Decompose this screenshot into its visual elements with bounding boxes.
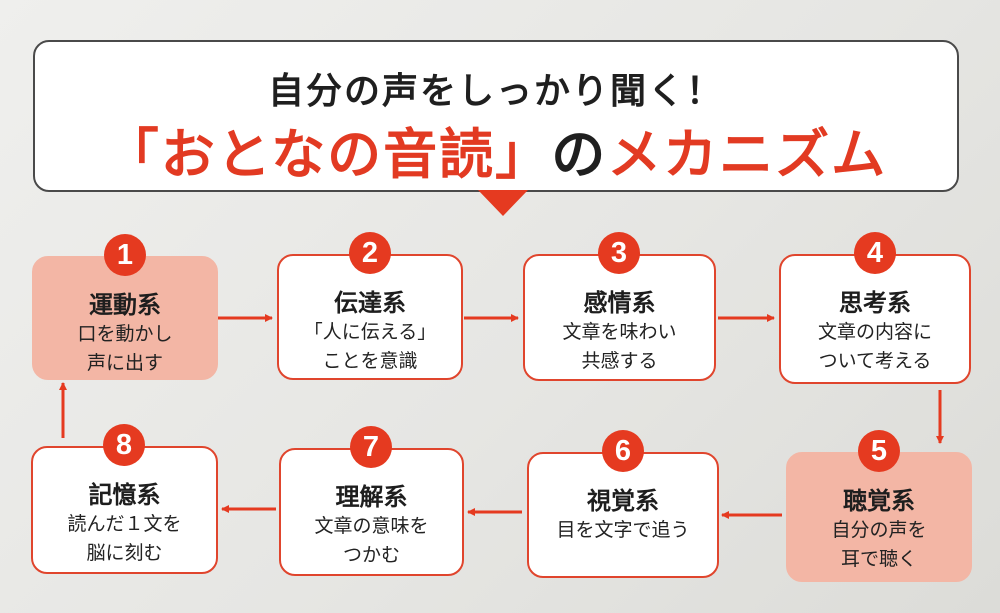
step-description: 読んだ１文を 脳に刻む bbox=[67, 513, 182, 564]
step-title: 理解系 bbox=[335, 483, 408, 511]
down-triangle-icon bbox=[478, 190, 528, 216]
step-description: 目を文字で追う bbox=[556, 519, 690, 541]
step-number-badge: 8 bbox=[103, 424, 145, 466]
header-title-part1: 「おとなの音読」 bbox=[104, 123, 552, 186]
step-title: 感情系 bbox=[583, 289, 656, 317]
step-number-badge: 7 bbox=[350, 426, 392, 468]
step-description: 文章の意味を つかむ bbox=[314, 515, 429, 566]
step-number-badge: 1 bbox=[104, 234, 146, 276]
step-title: 思考系 bbox=[839, 289, 911, 317]
step-number-badge: 3 bbox=[598, 232, 640, 274]
step-description: 文章の内容に ついて考える bbox=[817, 321, 932, 372]
step-title: 視覚系 bbox=[587, 487, 659, 515]
step-title: 伝達系 bbox=[334, 289, 406, 317]
step-box-7: 理解系 文章の意味を つかむ bbox=[279, 448, 464, 576]
step-number-badge: 4 bbox=[854, 232, 896, 274]
step-number-badge: 2 bbox=[349, 232, 391, 274]
header-title-part2: の bbox=[551, 123, 608, 186]
step-number-badge: 5 bbox=[858, 430, 900, 472]
step-box-8: 記憶系 読んだ１文を 脳に刻む bbox=[31, 446, 218, 574]
step-title: 運動系 bbox=[89, 291, 161, 319]
step-box-2: 伝達系 「人に伝える」 ことを意識 bbox=[277, 254, 463, 380]
header-title-part3: メカニズム bbox=[607, 123, 888, 186]
step-description: 自分の声を 耳で聴く bbox=[831, 519, 927, 570]
step-title: 聴覚系 bbox=[843, 487, 915, 515]
step-description: 口を動かし 声に出す bbox=[77, 323, 173, 374]
step-box-5: 聴覚系 自分の声を 耳で聴く bbox=[786, 452, 972, 582]
step-number-badge: 6 bbox=[602, 430, 644, 472]
step-title: 記憶系 bbox=[88, 481, 161, 509]
header-banner: 自分の声をしっかり聞く！ 「おとなの音読」のメカニズム bbox=[33, 40, 959, 192]
step-box-6: 視覚系 目を文字で追う bbox=[527, 452, 719, 578]
step-description: 文章を味わい 共感する bbox=[562, 321, 677, 372]
step-box-3: 感情系 文章を味わい 共感する bbox=[523, 254, 716, 381]
step-description: 「人に伝える」 ことを意識 bbox=[303, 321, 437, 372]
step-box-4: 思考系 文章の内容に ついて考える bbox=[779, 254, 971, 384]
header-subtitle: 自分の声をしっかり聞く！ bbox=[267, 71, 724, 112]
header-title: 「おとなの音読」のメカニズム bbox=[35, 110, 957, 189]
